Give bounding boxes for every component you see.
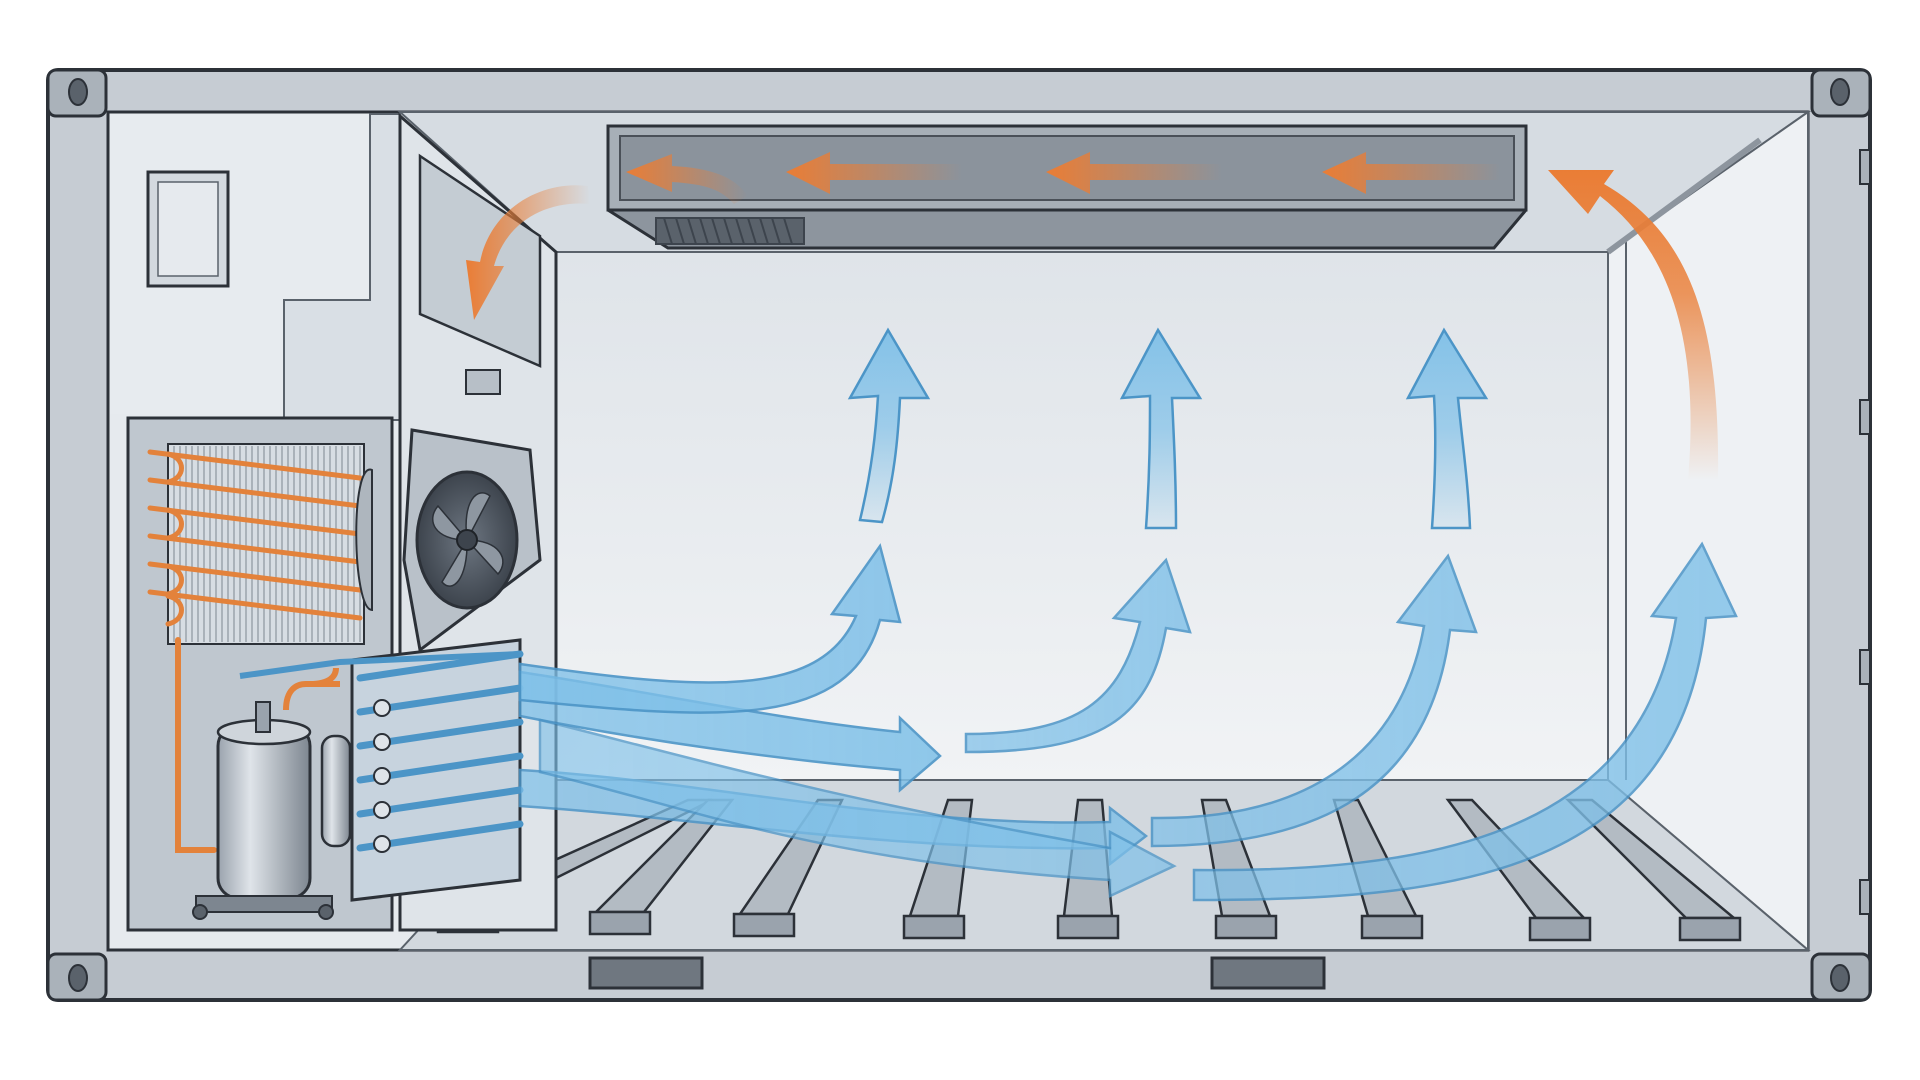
forklift-pocket-left — [588, 956, 704, 990]
duct-vent-grille — [655, 217, 805, 245]
corner-casting-top-left — [46, 68, 108, 118]
cold-airflow — [518, 327, 1738, 902]
cold-air-up-2 — [1119, 327, 1203, 530]
corner-casting-top-right — [1810, 68, 1872, 118]
floor-rail-base — [588, 910, 652, 936]
corner-casting-bottom-left — [46, 952, 108, 1002]
cold-air-rising-1 — [518, 543, 902, 714]
cold-air-stream-floor-3 — [538, 718, 1177, 898]
ceiling-air-duct — [606, 124, 1528, 250]
cold-air-up-3 — [1405, 327, 1489, 530]
cold-air-up-1 — [847, 327, 931, 524]
cold-air-rising-4 — [1192, 541, 1738, 902]
cold-air-rising-2 — [964, 557, 1192, 754]
floor-rail-base — [1528, 916, 1592, 942]
door-hinges — [1859, 149, 1871, 915]
floor-rail-base — [1678, 916, 1742, 942]
evaporator-coil — [239, 638, 524, 902]
warm-air-rising-right — [1548, 170, 1719, 480]
refrigeration-unit — [110, 112, 558, 932]
floor-rail-base — [1214, 914, 1278, 940]
floor-rail-base — [732, 912, 796, 938]
warm-return-airflow — [466, 152, 1719, 480]
floor-rail-base — [1360, 914, 1424, 940]
fan-icon — [402, 428, 542, 653]
condenser-coil — [147, 443, 365, 853]
compressor-icon — [192, 667, 352, 920]
warm-air-duct-arrows — [626, 152, 1500, 204]
floor-rail-base — [1056, 914, 1120, 940]
forklift-pocket-right — [1210, 956, 1326, 990]
floor-rail-base — [902, 914, 966, 940]
corner-casting-bottom-right — [1810, 952, 1872, 1002]
warm-air-down-to-unit — [466, 185, 590, 320]
cold-air-rising-3 — [1150, 553, 1478, 848]
